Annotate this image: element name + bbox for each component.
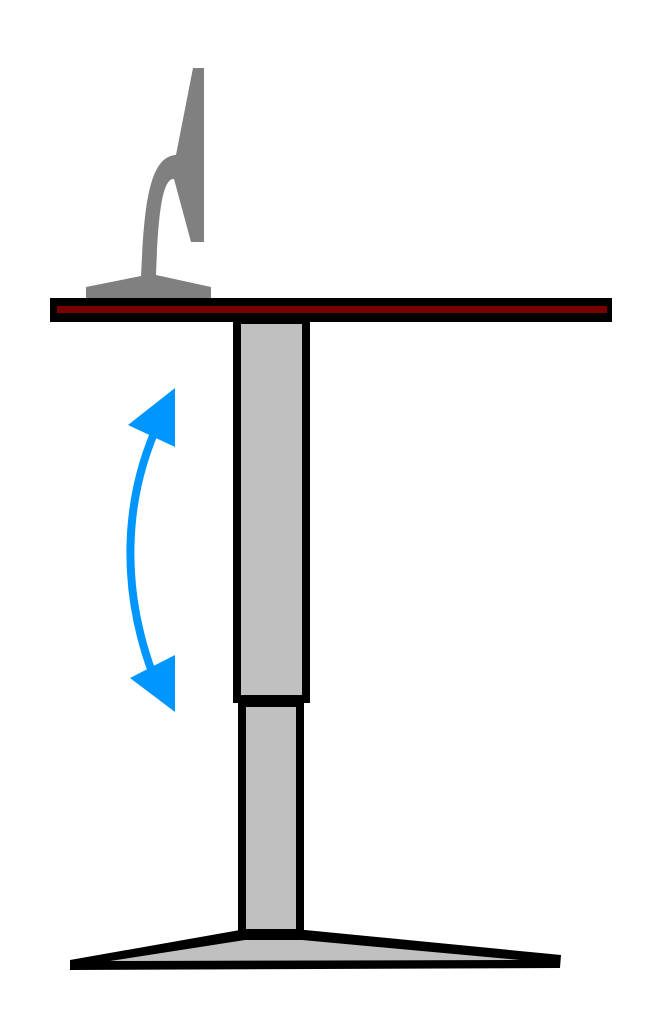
lower-column <box>238 699 304 937</box>
monitor-base <box>86 275 211 298</box>
desk-top <box>50 298 612 322</box>
desk-foot <box>70 930 561 970</box>
monitor-screen-and-arm <box>141 68 204 277</box>
height-adjust-arrow-icon <box>126 388 175 712</box>
desk-top-edge <box>57 306 607 313</box>
upper-column <box>233 316 310 703</box>
monitor <box>86 68 211 298</box>
